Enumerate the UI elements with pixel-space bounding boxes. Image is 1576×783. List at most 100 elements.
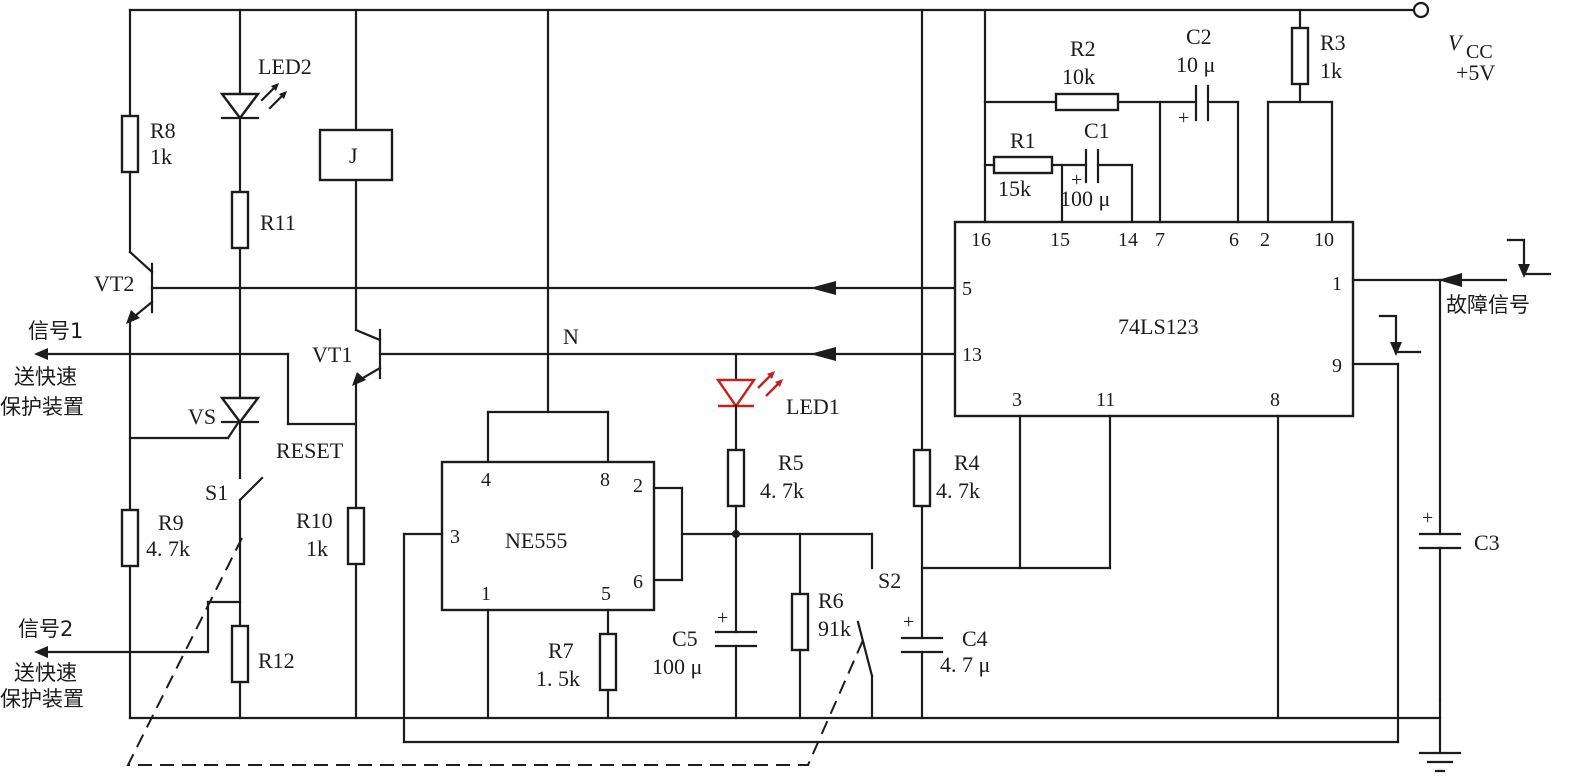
r11-name: R11 xyxy=(260,210,296,235)
signal1-dest-line1: 送快速 xyxy=(14,365,77,389)
resistor-r9 xyxy=(120,508,140,568)
vcc-symbol: V xyxy=(1448,30,1464,55)
r8-value: 1k xyxy=(150,144,172,169)
capacitor-c5 xyxy=(714,630,758,648)
u74-pin8: 8 xyxy=(1270,389,1280,411)
r12-name: R12 xyxy=(258,648,295,673)
u74-pin2: 2 xyxy=(1260,229,1270,251)
resistor-r2 xyxy=(1054,92,1120,112)
u74-pin7: 7 xyxy=(1155,229,1165,251)
resistor-r6 xyxy=(790,592,810,652)
ne555-name: NE555 xyxy=(505,528,567,553)
c2-name: C2 xyxy=(1186,24,1212,49)
c4-name: C4 xyxy=(962,626,988,651)
u74-pin15: 15 xyxy=(1050,229,1070,251)
c2-plus: + xyxy=(1178,107,1189,129)
resistor-r5 xyxy=(726,448,746,508)
u74-pin13: 13 xyxy=(962,344,982,366)
switch-linkage xyxy=(126,537,865,766)
c5-value: 100 μ xyxy=(652,654,702,679)
ic-74ls123-name: 74LS123 xyxy=(1118,314,1199,339)
r5-name: R5 xyxy=(778,450,804,475)
signal2-label: 信号2 xyxy=(18,617,73,641)
signal2-dest-line2: 保护装置 xyxy=(0,687,84,711)
c1-value: 100 μ xyxy=(1060,186,1110,211)
u74-pin14: 14 xyxy=(1118,229,1138,251)
capacitor-c3 xyxy=(1418,532,1462,550)
ne555-pin4: 4 xyxy=(481,469,491,491)
r5-value: 4. 7k xyxy=(760,478,804,503)
pin9-pulse-icon xyxy=(1378,314,1422,354)
signal1-label: 信号1 xyxy=(28,319,83,343)
led1-name: LED1 xyxy=(786,394,840,419)
pin5-arrow xyxy=(810,281,836,295)
node-n-label: N xyxy=(563,324,579,349)
ne555-pin3: 3 xyxy=(450,526,460,548)
thyristor-vs xyxy=(219,396,261,424)
u74-pin6: 6 xyxy=(1229,229,1239,251)
reset-label: RESET xyxy=(276,438,344,463)
resistor-r12 xyxy=(230,624,250,684)
j-name: J xyxy=(349,143,358,168)
r3-value: 1k xyxy=(1320,58,1342,83)
capacitor-c4 xyxy=(900,636,944,654)
r9-value: 4. 7k xyxy=(146,536,190,561)
u74-pin9: 9 xyxy=(1332,355,1342,377)
c4-value: 4. 7 μ xyxy=(940,652,990,677)
resistor-r7 xyxy=(598,632,618,692)
c4-plus: + xyxy=(903,611,914,633)
r3-name: R3 xyxy=(1320,30,1346,55)
resistor-r8 xyxy=(120,114,140,174)
switch-s2[interactable] xyxy=(856,532,874,720)
fault-input-arrow xyxy=(1438,273,1462,287)
vcc-subscript: CC xyxy=(1466,41,1493,63)
c5-name: C5 xyxy=(672,626,698,651)
signal2-dest-line1: 送快速 xyxy=(14,661,77,685)
vcc-rail: V CC +5V xyxy=(128,1,1495,85)
c5-plus: + xyxy=(717,607,728,629)
resistor-r1 xyxy=(992,155,1054,175)
u74-pin16: 16 xyxy=(971,229,991,251)
vcc-terminal xyxy=(1412,1,1430,19)
r7-name: R7 xyxy=(548,638,574,663)
c2-value: 10 μ xyxy=(1176,52,1215,77)
r1-value: 15k xyxy=(998,176,1031,201)
switch-s1[interactable] xyxy=(238,476,264,628)
resistor-r4 xyxy=(912,448,932,508)
c1-name: C1 xyxy=(1084,118,1110,143)
r6-name: R6 xyxy=(818,588,844,613)
led1 xyxy=(715,371,783,409)
s2-name: S2 xyxy=(878,568,901,593)
transistor-vt1 xyxy=(352,328,957,386)
vs-name: VS xyxy=(188,404,216,429)
signal1-dest-line2: 保护装置 xyxy=(0,395,84,419)
ne555-pin5: 5 xyxy=(601,583,611,605)
r8-name: R8 xyxy=(150,118,176,143)
vcc-voltage: +5V xyxy=(1456,60,1495,85)
led2-name: LED2 xyxy=(258,54,312,79)
led2 xyxy=(219,83,287,120)
fault-pulse-icon xyxy=(1506,238,1552,276)
pin13-arrow xyxy=(810,347,836,361)
vt1-name: VT1 xyxy=(312,342,352,367)
r10-name: R10 xyxy=(296,508,333,533)
r7-value: 1. 5k xyxy=(536,666,580,691)
r10-value: 1k xyxy=(306,536,328,561)
ic-74ls123 xyxy=(953,220,1355,418)
s1-name: S1 xyxy=(205,480,228,505)
r1-name: R1 xyxy=(1010,128,1036,153)
r9-name: R9 xyxy=(158,510,184,535)
r4-value: 4. 7k xyxy=(936,478,980,503)
u74-pin5: 5 xyxy=(962,278,972,300)
capacitor-c1 xyxy=(1084,148,1100,184)
c3-name: C3 xyxy=(1474,530,1500,555)
u74-pin10: 10 xyxy=(1314,229,1334,251)
resistor-r10 xyxy=(346,506,366,566)
ne555-pin1: 1 xyxy=(481,583,491,605)
vt2-name: VT2 xyxy=(94,271,134,296)
u74-pin3: 3 xyxy=(1012,389,1022,411)
fault-signal-label: 故障信号 xyxy=(1446,293,1530,317)
u74-pin1: 1 xyxy=(1332,273,1342,295)
resistor-r3 xyxy=(1290,26,1310,86)
